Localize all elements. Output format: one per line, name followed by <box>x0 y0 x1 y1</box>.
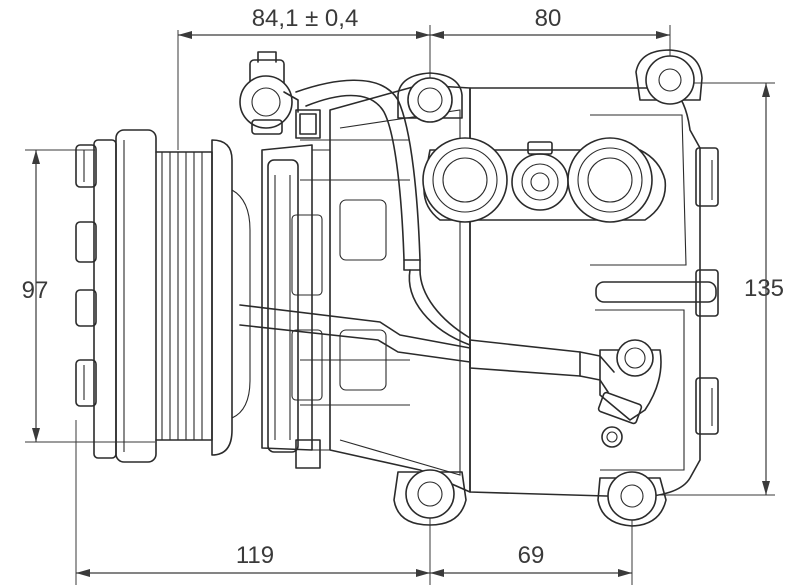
dimension-label-left: 97 <box>22 277 49 304</box>
mounting-hole-icon <box>393 49 703 527</box>
pulley-icon <box>75 129 251 463</box>
dimension-label-bottom-right: 69 <box>518 542 545 569</box>
connector-icon <box>239 51 299 135</box>
dimension-top-left: 84,1 ± 0,4 <box>177 5 431 150</box>
dimension-label-right: 135 <box>744 275 784 302</box>
dimension-label-top-right: 80 <box>535 5 562 32</box>
dimension-bottom-left: 119 <box>75 420 431 585</box>
dimension-top-right: 80 <box>430 5 671 62</box>
port-fitting-icon <box>422 137 667 448</box>
dimension-left-height: 97 <box>22 149 155 443</box>
dimension-bottom-right: 69 <box>430 505 633 585</box>
dimension-label-bottom-left: 119 <box>236 542 274 569</box>
dimension-label-top-left: 84,1 ± 0,4 <box>252 5 359 32</box>
dimension-right-height: 135 <box>640 82 784 496</box>
